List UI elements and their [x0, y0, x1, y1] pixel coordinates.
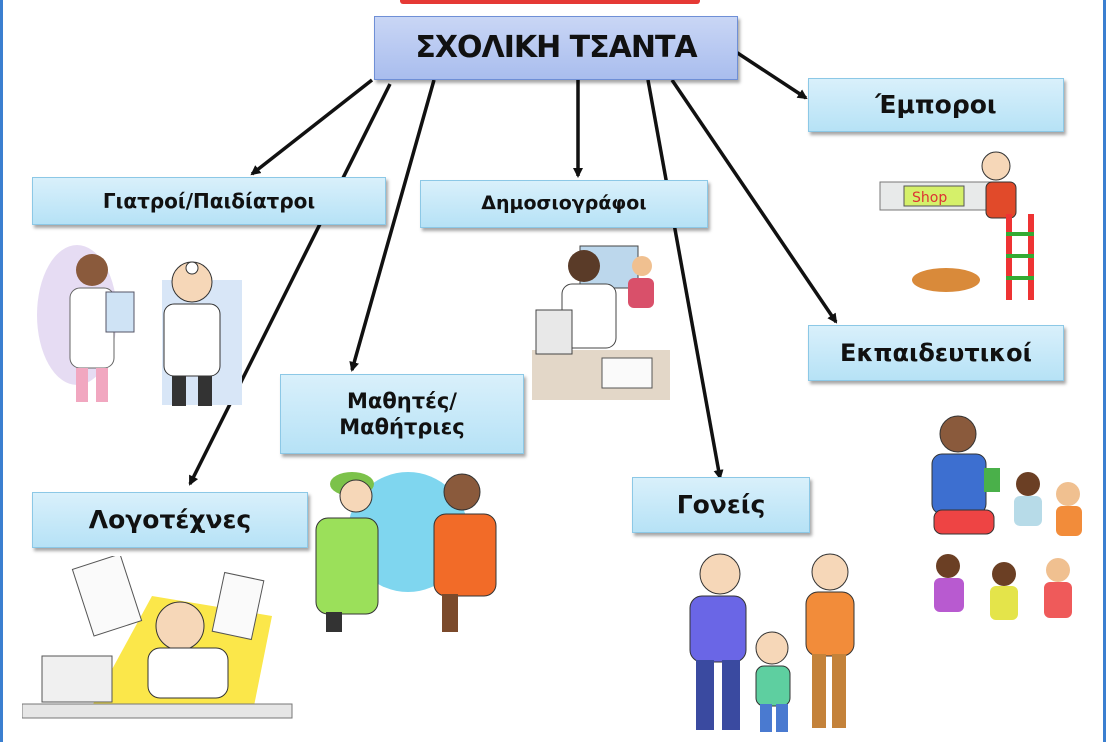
students-label-line2: Μαθήτριες	[339, 415, 465, 439]
students-label-line1: Μαθητές/	[347, 388, 457, 413]
arrow-to-writers	[188, 83, 392, 486]
node-educators: Εκπαιδευτικοί	[808, 325, 1064, 381]
arrow-to-parents	[646, 79, 724, 480]
shop-sign-text: Shop	[912, 190, 947, 206]
top-cropped-text	[400, 0, 700, 4]
journalists-label: Δημοσιογράφοι	[481, 192, 647, 215]
left-frame-line	[0, 0, 3, 742]
node-students: Μαθητές/ Μαθήτριες	[280, 374, 524, 454]
shop-illustration: Shop	[879, 151, 1034, 300]
root-node: ΣΧΟΛΙΚΗ ΤΣΑΝΤΑ	[374, 16, 738, 80]
node-doctors: Γιατροί/Παιδίατροι	[32, 177, 386, 225]
node-parents: Γονείς	[632, 477, 810, 533]
right-frame-line	[1103, 0, 1106, 742]
writers-label: Λογοτέχνες	[88, 505, 252, 535]
arrow-to-students	[349, 79, 436, 372]
merchants-label: Έμποροι	[875, 90, 997, 120]
educators-illustration	[931, 415, 1082, 620]
node-journalists: Δημοσιογράφοι	[420, 180, 708, 228]
root-label: ΣΧΟΛΙΚΗ ΤΣΑΝΤΑ	[415, 30, 697, 66]
parents-label: Γονείς	[676, 490, 766, 520]
educators-label: Εκπαιδευτικοί	[840, 339, 1032, 367]
journalists-illustration	[532, 245, 670, 400]
writers-illustration	[22, 556, 293, 719]
node-merchants: Έμποροι	[808, 78, 1064, 132]
node-writers: Λογοτέχνες	[32, 492, 308, 548]
doctors-label: Γιατροί/Παιδίατροι	[102, 188, 316, 213]
arrow-to-educators	[670, 79, 838, 324]
parents-illustration	[689, 553, 855, 732]
arrow-to-doctors	[250, 78, 374, 176]
arrow-to-merchants	[735, 50, 808, 100]
doctors-illustration	[37, 245, 242, 406]
students-illustration	[315, 472, 497, 632]
